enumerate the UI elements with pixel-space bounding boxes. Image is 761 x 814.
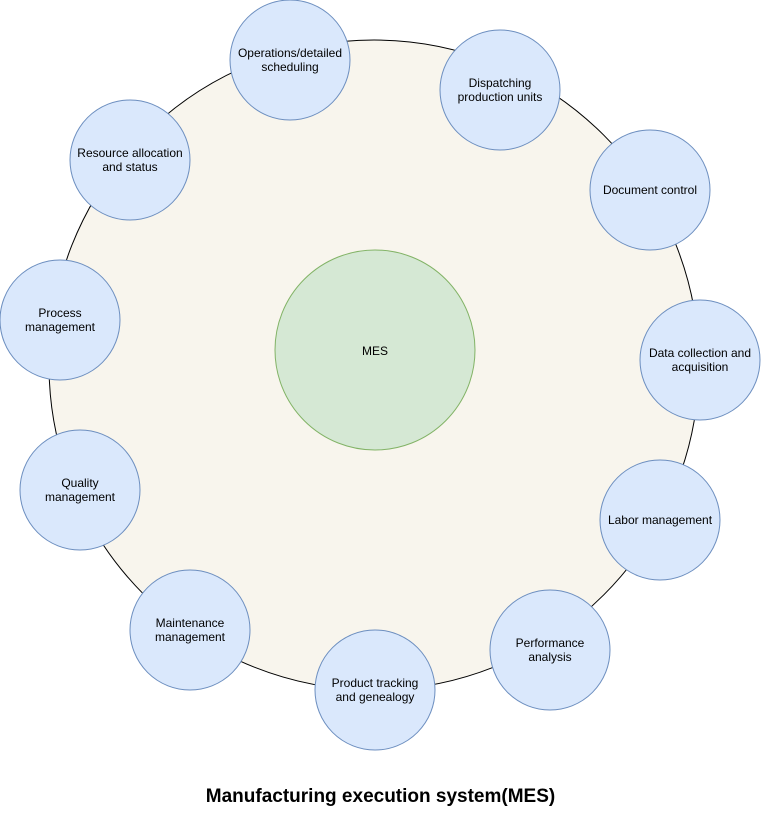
module-document-control: Document control bbox=[589, 129, 711, 251]
module-circle-data-collection bbox=[639, 299, 761, 421]
module-circle-performance-analysis bbox=[489, 589, 611, 711]
module-circle-resource-allocation bbox=[69, 99, 191, 221]
module-label-line: Labor management bbox=[608, 513, 713, 527]
module-circle-product-tracking bbox=[314, 629, 436, 751]
module-label-line: acquisition bbox=[672, 360, 729, 374]
module-label-line: Maintenance bbox=[156, 616, 225, 630]
module-label-labor-management: Labor management bbox=[608, 513, 713, 527]
module-circle-labor-management bbox=[599, 459, 721, 581]
module-label-line: Quality bbox=[61, 476, 98, 490]
module-label-line: Resource allocation bbox=[77, 146, 182, 160]
module-circle-process-management bbox=[0, 259, 121, 381]
module-label-line: analysis bbox=[528, 650, 571, 664]
module-label-line: scheduling bbox=[261, 60, 318, 74]
mes-center-circle bbox=[274, 249, 476, 451]
mes-center-node: MES bbox=[274, 249, 476, 451]
module-label-line: Operations/detailed bbox=[238, 46, 342, 60]
module-label-line: Process bbox=[38, 306, 81, 320]
module-label-line: management bbox=[25, 320, 96, 334]
module-circle-operations-scheduling bbox=[229, 0, 351, 121]
module-label-line: Data collection and bbox=[649, 346, 751, 360]
module-label-line: Dispatching bbox=[469, 76, 532, 90]
module-labor-management: Labor management bbox=[599, 459, 721, 581]
mes-center-label: MES bbox=[362, 344, 388, 358]
module-circle-dispatching bbox=[439, 29, 561, 151]
module-label-line: production units bbox=[458, 90, 543, 104]
diagram-caption: Manufacturing execution system(MES) bbox=[205, 786, 556, 807]
module-circle-maintenance-management bbox=[129, 569, 251, 691]
module-label-line: management bbox=[155, 630, 226, 644]
module-circle-quality-management bbox=[19, 429, 141, 551]
module-label-line: and status bbox=[102, 160, 157, 174]
module-label-line: management bbox=[45, 490, 116, 504]
module-circle-document-control bbox=[589, 129, 711, 251]
module-label-line: Performance bbox=[516, 636, 585, 650]
module-label-document-control: Document control bbox=[603, 183, 697, 197]
module-label-line: Document control bbox=[603, 183, 697, 197]
module-label-line: and genealogy bbox=[336, 690, 415, 704]
module-label-line: Product tracking bbox=[332, 676, 419, 690]
